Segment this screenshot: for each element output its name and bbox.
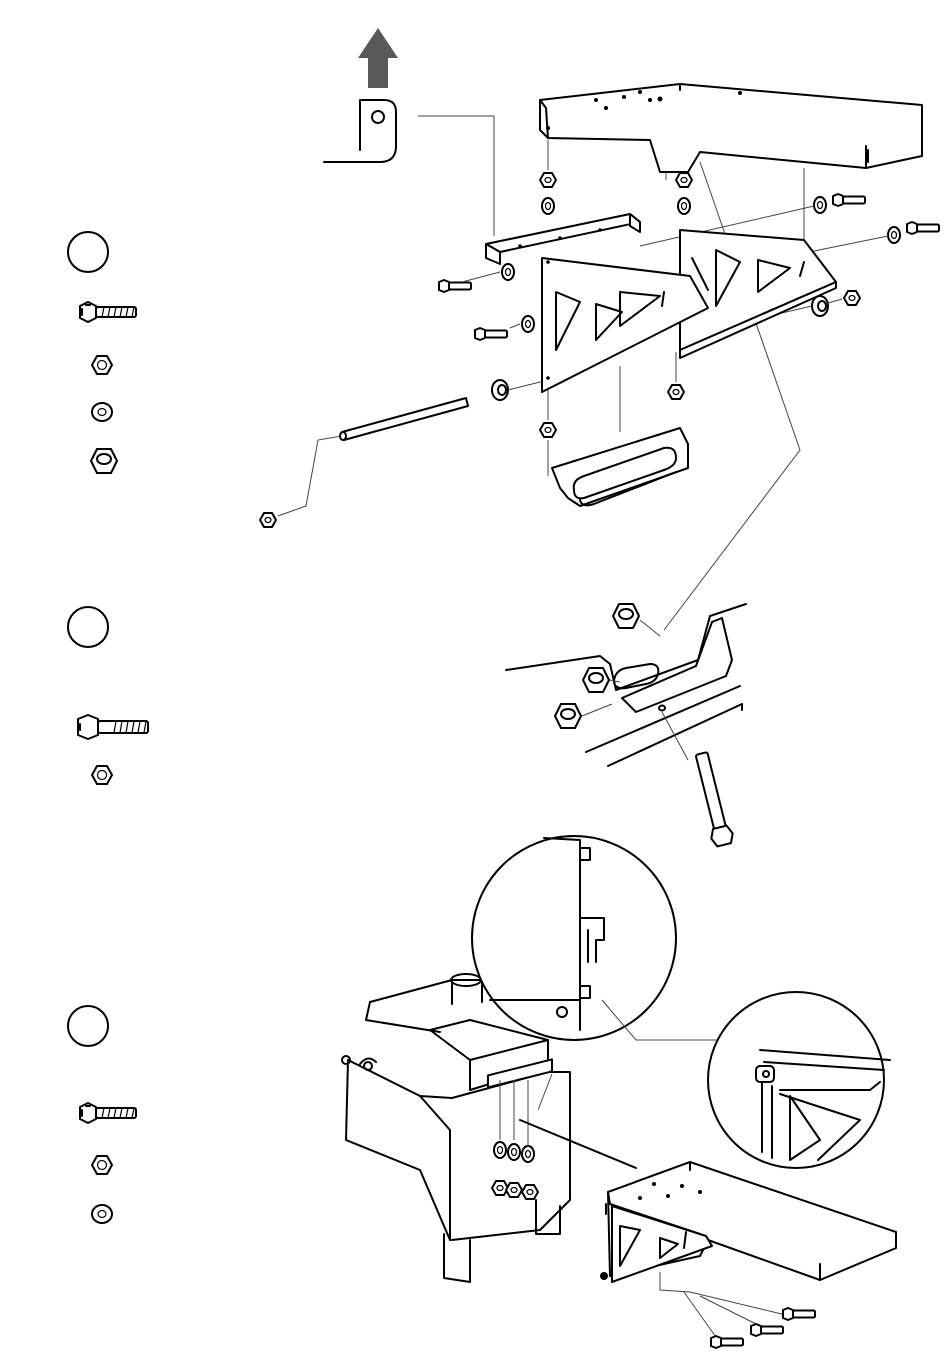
hex-bolt-icon [439, 280, 471, 292]
flange-nut-icon [91, 449, 117, 473]
step-1-marker [68, 232, 108, 272]
step-1-parts-list [80, 302, 136, 473]
step-3-marker [68, 1006, 108, 1046]
cross-rail [486, 214, 640, 264]
axle-rod [340, 398, 468, 440]
long-bolt-icon [691, 751, 735, 848]
hex-nut-icon [260, 513, 276, 527]
hex-bolt-icon [833, 194, 865, 206]
washer-icon [522, 316, 534, 332]
hex-nut-icon [522, 1185, 538, 1199]
flange-nut-icon [613, 604, 639, 628]
washer-icon [494, 1142, 506, 1158]
hex-nut-icon [676, 173, 692, 187]
washer-icon [522, 1146, 534, 1162]
hex-nut-icon [92, 766, 112, 784]
lower-slotted-bracket [552, 428, 688, 506]
hex-bolt-icon [80, 302, 136, 322]
washer-icon [502, 264, 514, 280]
bracket-hook-detail [324, 100, 494, 236]
side-table-assembly [600, 1162, 896, 1282]
zoom-detail-circle-2 [708, 992, 890, 1168]
step-3-parts-list [80, 1103, 136, 1223]
hex-bolt-icon [711, 1336, 743, 1348]
flange-nut-icon [583, 668, 609, 692]
hex-nut-icon [92, 1156, 112, 1174]
hex-nut-icon [540, 173, 556, 187]
spacer-icon [492, 380, 508, 400]
washer-icon [92, 403, 112, 421]
hex-nut-icon [506, 1183, 522, 1197]
hex-nut-icon [668, 385, 684, 399]
hex-bolt-icon [475, 328, 507, 340]
step-2-marker [68, 607, 108, 647]
hex-nut-icon [492, 1181, 508, 1195]
washer-icon [508, 1144, 520, 1160]
hex-nut-icon [92, 356, 112, 374]
flange-nut-icon [555, 704, 581, 728]
spacer-icon [812, 296, 828, 316]
washer-icon [92, 1205, 112, 1223]
hex-bolt-icon [783, 1308, 815, 1320]
zoom-detail-circle-1 [472, 836, 676, 1040]
hex-bolt-icon [907, 222, 939, 234]
hex-nut-icon [844, 291, 860, 305]
up-arrow-icon [358, 28, 398, 88]
long-bolt-icon [78, 715, 148, 739]
washer-icon [542, 198, 554, 214]
step-2-parts-list [78, 715, 148, 784]
right-gusset-bracket [680, 230, 836, 358]
top-table-plate [540, 84, 922, 172]
hex-bolt-icon [80, 1103, 136, 1123]
hex-nut-icon [540, 423, 556, 437]
washer-icon [888, 227, 900, 243]
washer-icon [814, 197, 826, 213]
hex-bolt-icon [751, 1324, 783, 1336]
washer-icon [678, 198, 690, 214]
